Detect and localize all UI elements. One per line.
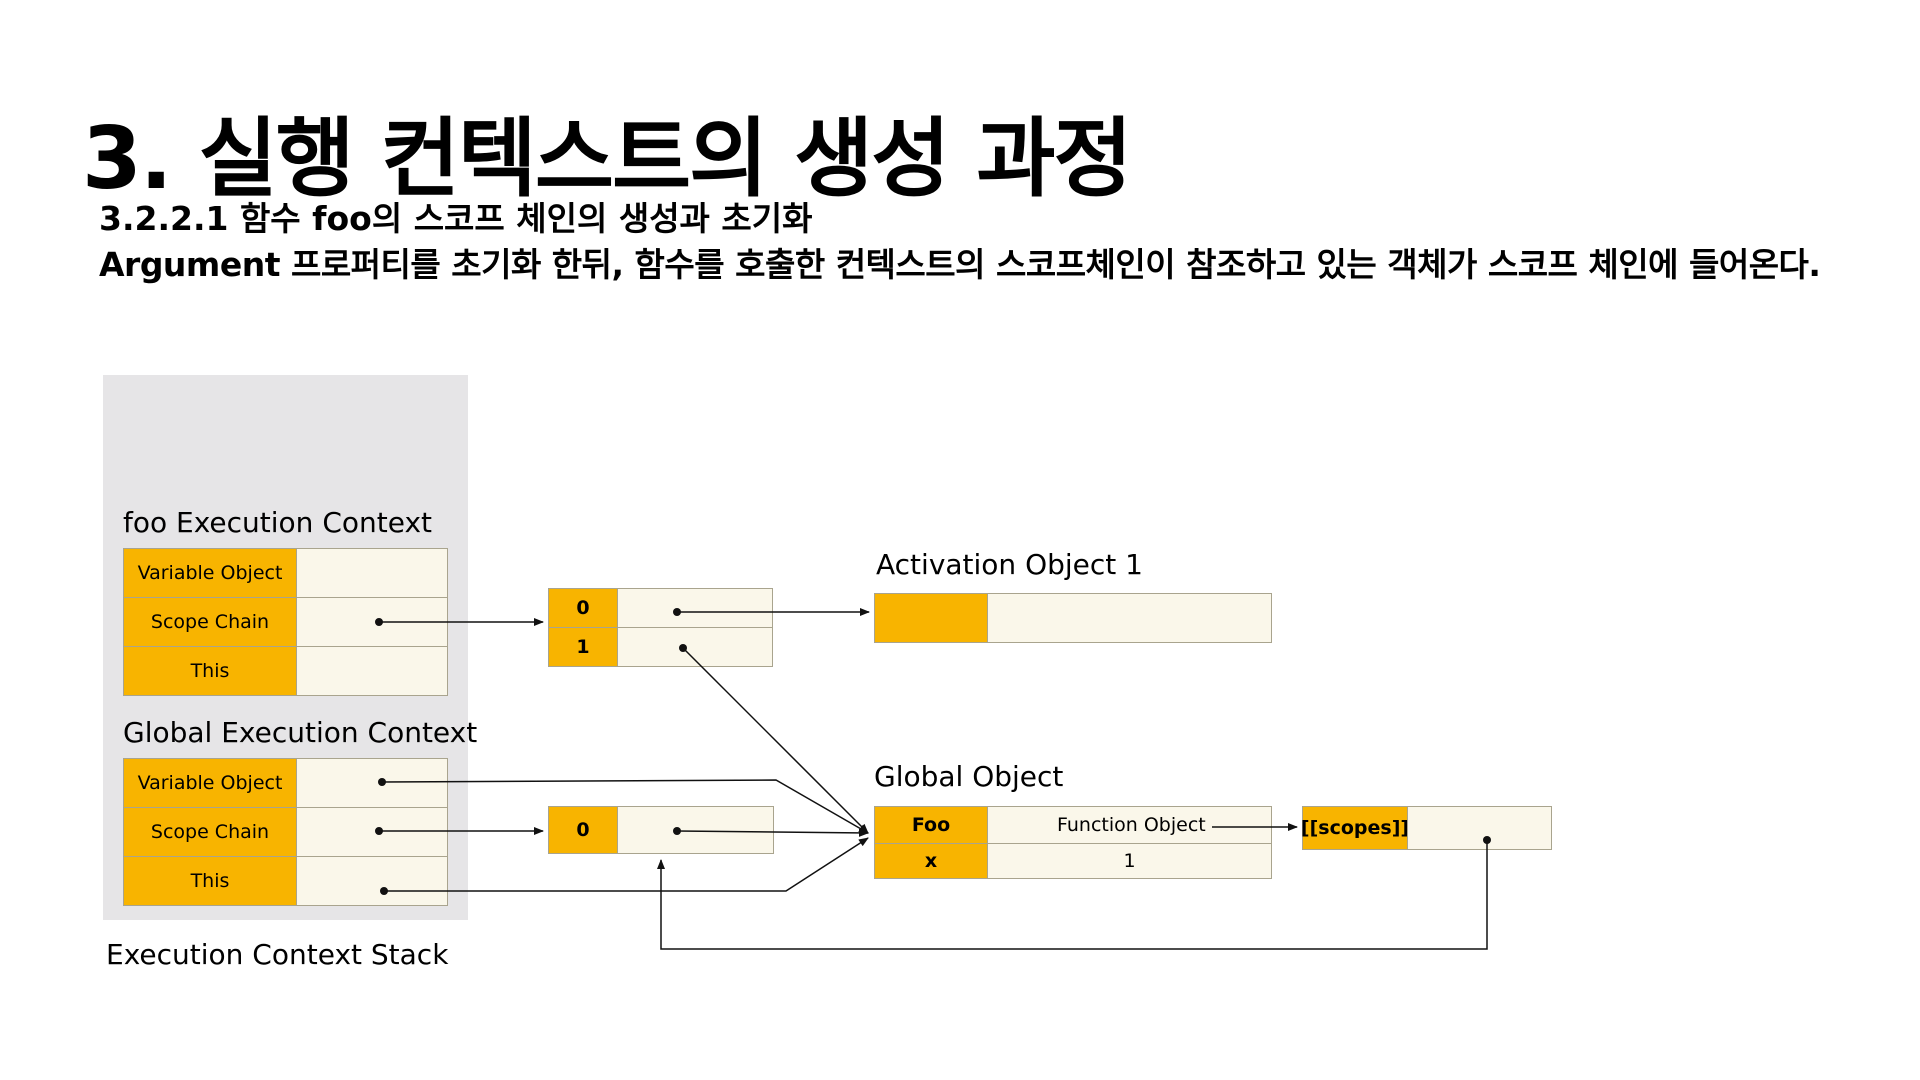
foo-scope-chain-value [296, 597, 448, 647]
table-row: Variable Object [123, 548, 448, 598]
dot-global-this [380, 887, 388, 895]
dot-foo-scope-chain [375, 618, 383, 626]
global-scope-index-0: 0 [548, 806, 618, 854]
section-subtitle: 3.2.2.1 함수 foo의 스코프 체인의 생성과 초기화 [99, 199, 813, 238]
dot-global-scope-chain [375, 827, 383, 835]
foo-scope-slot-0 [617, 588, 773, 628]
foo-scope-index-1: 1 [548, 627, 618, 667]
table-row: Scope Chain [123, 597, 448, 647]
foo-context-table: Variable Object Scope Chain This [123, 548, 448, 696]
global-object-value-x: 1 [987, 843, 1272, 879]
global-scope-slot-0 [617, 806, 774, 854]
table-row: This [123, 856, 448, 906]
global-object-heading: Global Object [874, 760, 1064, 793]
global-this-value [296, 856, 448, 906]
dot-global-vo [378, 778, 386, 786]
dot-scope0 [673, 608, 681, 616]
scopes-value [1407, 806, 1552, 850]
foo-this-value [296, 646, 448, 696]
table-row: Scope Chain [123, 807, 448, 857]
arrow-global-this [384, 837, 869, 892]
foo-variable-object-label: Variable Object [123, 548, 297, 598]
stack-label: Execution Context Stack [106, 938, 449, 971]
table-row: This [123, 646, 448, 696]
arrow-scopes-global-list [657, 840, 1488, 950]
dot-scopes [1483, 836, 1491, 844]
foo-scope-chain-label: Scope Chain [123, 597, 297, 647]
global-object-key-x: x [874, 843, 988, 879]
arrow-scope1-global [682, 647, 869, 834]
description-text: Argument 프로퍼티를 초기화 한뒤, 함수를 호출한 컨텍스트의 스코프… [99, 245, 1821, 284]
table-row: Variable Object [123, 758, 448, 808]
foo-context-heading: foo Execution Context [123, 506, 433, 539]
foo-this-label: This [123, 646, 297, 696]
dot-global-scope0 [673, 827, 681, 835]
arrow-global-scope0-global [676, 828, 869, 837]
activation-object-heading: Activation Object 1 [876, 548, 1143, 581]
scopes-key: [[scopes]] [1301, 806, 1409, 850]
global-variable-object-value [296, 758, 448, 808]
global-scope-chain-label: Scope Chain [123, 807, 297, 857]
global-context-heading: Global Execution Context [123, 716, 478, 749]
foo-variable-object-value [296, 548, 448, 598]
dot-scope1 [679, 644, 687, 652]
page-title: 3. 실행 컨텍스트의 생성 과정 [82, 109, 1133, 209]
arrow-global-vo [381, 779, 869, 834]
global-variable-object-label: Variable Object [123, 758, 297, 808]
activation-object-value [987, 593, 1272, 643]
global-context-table: Variable Object Scope Chain This [123, 758, 448, 906]
global-object-value-foo: Function Object [987, 806, 1272, 844]
global-scope-chain-value [296, 807, 448, 857]
